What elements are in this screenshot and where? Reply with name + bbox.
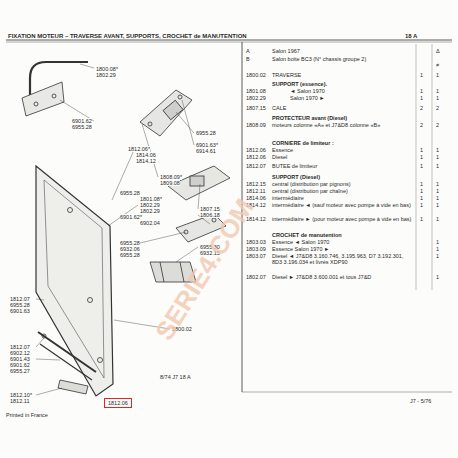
table-cell: 1 — [436, 88, 439, 94]
callout-number: 1812.06 — [108, 400, 128, 406]
callout-number: 6955.28 — [120, 252, 140, 258]
callout-number: 1812.11 — [10, 398, 29, 404]
table-cell: 1 — [436, 216, 439, 222]
table-cell: 1807.15 — [246, 105, 266, 111]
table-cell: SUPPORT (essence). — [272, 81, 327, 87]
table-cell: 1 — [420, 181, 423, 187]
table-cell: 18 A — [405, 33, 417, 39]
table-cell: B — [246, 56, 250, 62]
callout-number: 6955.28 — [72, 124, 92, 130]
table-cell: 2 — [420, 122, 423, 128]
table-cell: J7 - 5/76 — [410, 398, 431, 404]
table-cell: Essence ◄ Salon 1970 — [272, 239, 329, 245]
table-cell: central (distribution par pignons) — [272, 181, 351, 187]
table-cell: 1 — [436, 246, 439, 252]
table-cell: BUTEE de limiteur — [272, 163, 317, 169]
table-cell: 1803.03 — [246, 239, 266, 245]
callout-number: 6955.27 — [10, 368, 30, 374]
table-cell: 1 — [436, 181, 439, 187]
table-cell: 1 — [420, 195, 423, 201]
callout-number: 6901.63 — [10, 308, 30, 314]
table-cell: Δ — [436, 48, 440, 54]
table-cell: ◄ Salon 1970 — [290, 88, 325, 94]
table-cell: 1 — [436, 202, 439, 208]
callout-number: 8/74 J7 18 A — [160, 374, 191, 380]
table-cell: 1812.11 — [246, 188, 265, 194]
table-cell: 1 — [436, 239, 439, 245]
table-cell: 1803.09 — [246, 246, 266, 252]
table-cell: 1 — [436, 147, 439, 153]
table-cell: 1 — [420, 147, 423, 153]
table-cell: 1801.08 — [246, 88, 266, 94]
table-cell: central (distribution par chaîne) — [272, 188, 348, 194]
callout-number: 1814.12 — [136, 158, 156, 164]
table-cell: 1808.09 — [246, 122, 266, 128]
callout-number: Printed in France — [6, 412, 48, 418]
table-cell: TRAVERSE — [272, 72, 301, 78]
callout-number: 1802.29 — [96, 72, 116, 78]
table-cell: 1 — [436, 188, 439, 194]
table-cell: 2 — [436, 122, 439, 128]
table-cell: Essence — [272, 147, 293, 153]
table-cell: 1 — [420, 88, 423, 94]
callout-number: 1806.18 — [200, 212, 220, 218]
table-cell: intermédiaire ► (pour moteur avec pompe … — [272, 216, 412, 222]
table-cell: 1 — [436, 163, 439, 169]
table-cell: 1 — [420, 202, 423, 208]
table-cell: 1812.07 — [246, 163, 266, 169]
table-cell: 1 — [420, 95, 423, 101]
table-cell: 1803.07 — [246, 253, 266, 259]
table-cell: CROCHET de manutention — [272, 232, 342, 238]
callout-number: 1802.29 — [140, 208, 160, 214]
table-cell: 2 — [436, 105, 439, 111]
table-cell: 1812.15 — [246, 181, 266, 187]
table-cell: Salon boite BC3 (N° chassis groupe 2) — [272, 56, 412, 62]
callout-number: 6914.61 — [196, 148, 216, 154]
table-cell: Diesel — [272, 154, 287, 160]
table-cell: 1 — [436, 95, 439, 101]
table-cell: CALE — [272, 105, 286, 111]
table-cell: Diesel ◄ J7&D8 3.160.746, 3.195.963, D7 … — [272, 253, 412, 265]
table-cell: Diesel ► J7&D8 3.600.001 et tous J7&D — [272, 274, 371, 280]
callout-number: 6955.28 — [196, 130, 216, 136]
callout-number: 6901.62* — [120, 214, 142, 220]
table-cell: SUPPORT (Diesel) — [272, 174, 320, 180]
table-cell: moteurs colonne «A» et J7&D8 colonne «B» — [272, 122, 380, 128]
page-title: FIXATION MOTEUR – TRAVERSE AVANT, SUPPOR… — [8, 33, 247, 39]
callout-number: 1809.08 — [160, 180, 180, 186]
table-cell: PROTECTEUR avant (Diesel) — [272, 115, 347, 121]
table-cell: 1 — [420, 163, 423, 169]
table-cell: 1 — [436, 72, 439, 78]
table-cell: 1 — [436, 154, 439, 160]
table-cell: 1812.06 — [246, 147, 266, 153]
table-cell: 1 — [420, 154, 423, 160]
highlight-box: 1812.06 — [104, 398, 132, 408]
table-cell: Salon 1967 — [272, 48, 300, 54]
table-cell: ≠ — [436, 62, 439, 68]
table-cell: 1 — [420, 72, 423, 78]
callout-number: 6955.28 — [120, 190, 140, 196]
table-cell: 1 — [436, 274, 439, 280]
table-cell: 1 — [420, 216, 423, 222]
table-cell: 1800.02 — [246, 72, 266, 78]
table-cell: Essence Salon 1970 ► — [272, 246, 329, 252]
table-cell: Salon 1970 ► — [290, 95, 325, 101]
table-cell: 1 — [436, 253, 439, 259]
table-cell: 1 — [420, 188, 423, 194]
table-cell: 1802.29 — [246, 95, 266, 101]
table-cell: 1 — [436, 195, 439, 201]
table-cell: 1812.06 — [246, 154, 266, 160]
table-cell: 1814.06 — [246, 195, 266, 201]
table-cell: 2 — [420, 105, 423, 111]
callout-number: 6902.04 — [140, 220, 160, 226]
table-cell: CORNIERE de limiteur : — [272, 140, 334, 146]
table-cell: intermédiaire — [272, 195, 304, 201]
table-cell: intermédiaire ◄ (sauf moteur avec pompe … — [272, 202, 412, 208]
table-cell: 1802.07 — [246, 274, 266, 280]
table-cell: A — [246, 48, 250, 54]
